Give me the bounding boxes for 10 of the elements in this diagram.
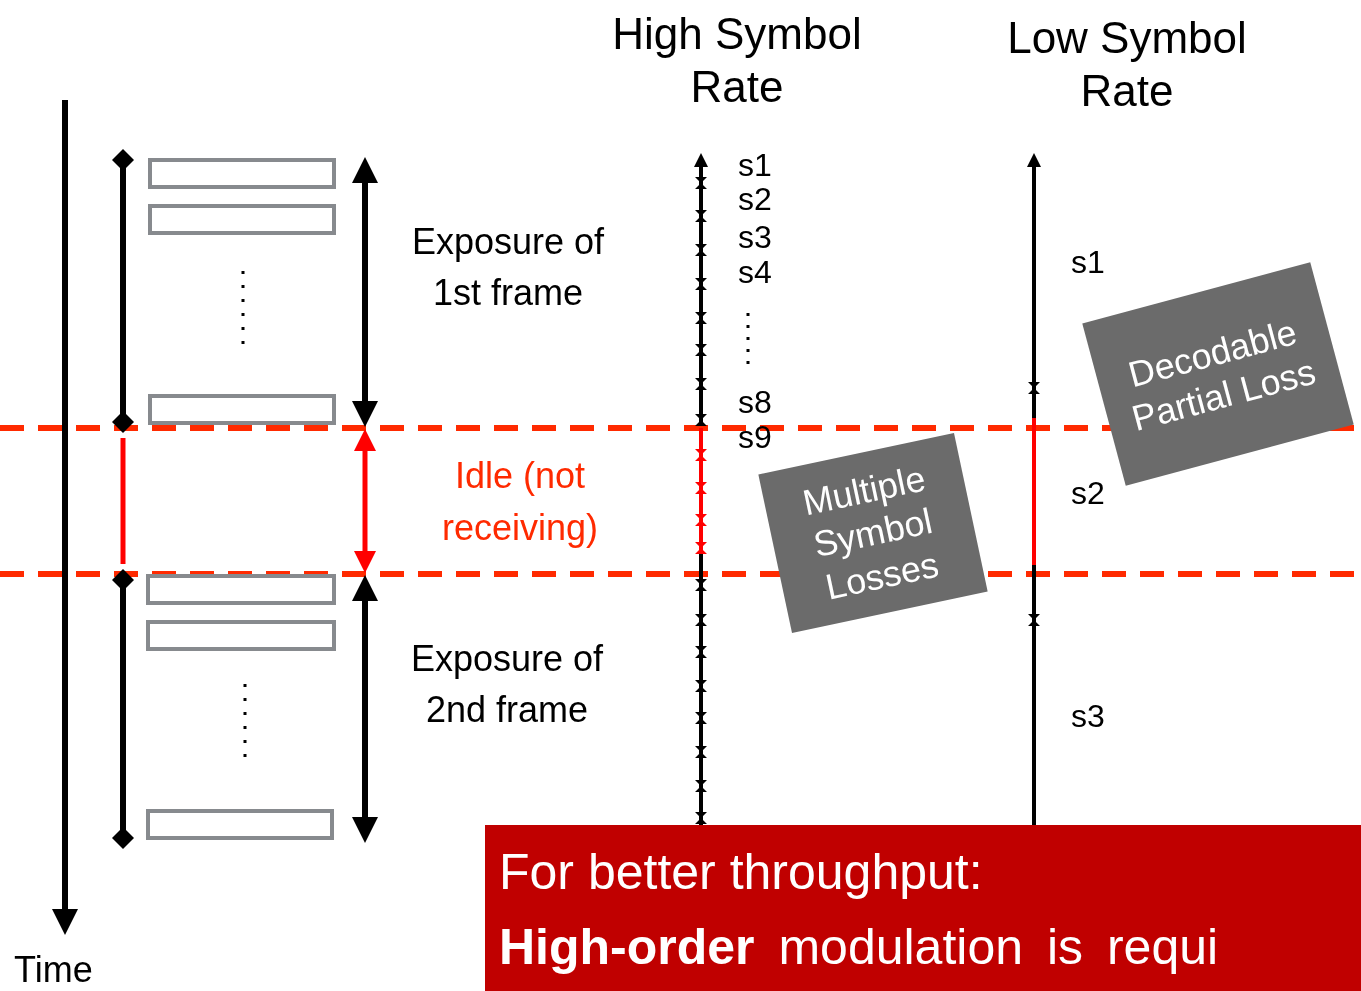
banner [485,825,1361,991]
phase-label: Idle (not receiving) [440,454,600,551]
phase-label: Exposure of 2nd frame [409,637,605,733]
column-heading: Low Symbol Rate [1006,12,1248,117]
banner-text: High-order modulation is requi [499,922,1219,972]
axis-label: Time [14,948,93,991]
phase-label: Exposure of 1st frame [410,220,606,316]
column-heading: High Symbol Rate [611,8,863,113]
banner-heading: For better throughput: [499,847,983,897]
symbol-label: s3 [1071,697,1105,736]
